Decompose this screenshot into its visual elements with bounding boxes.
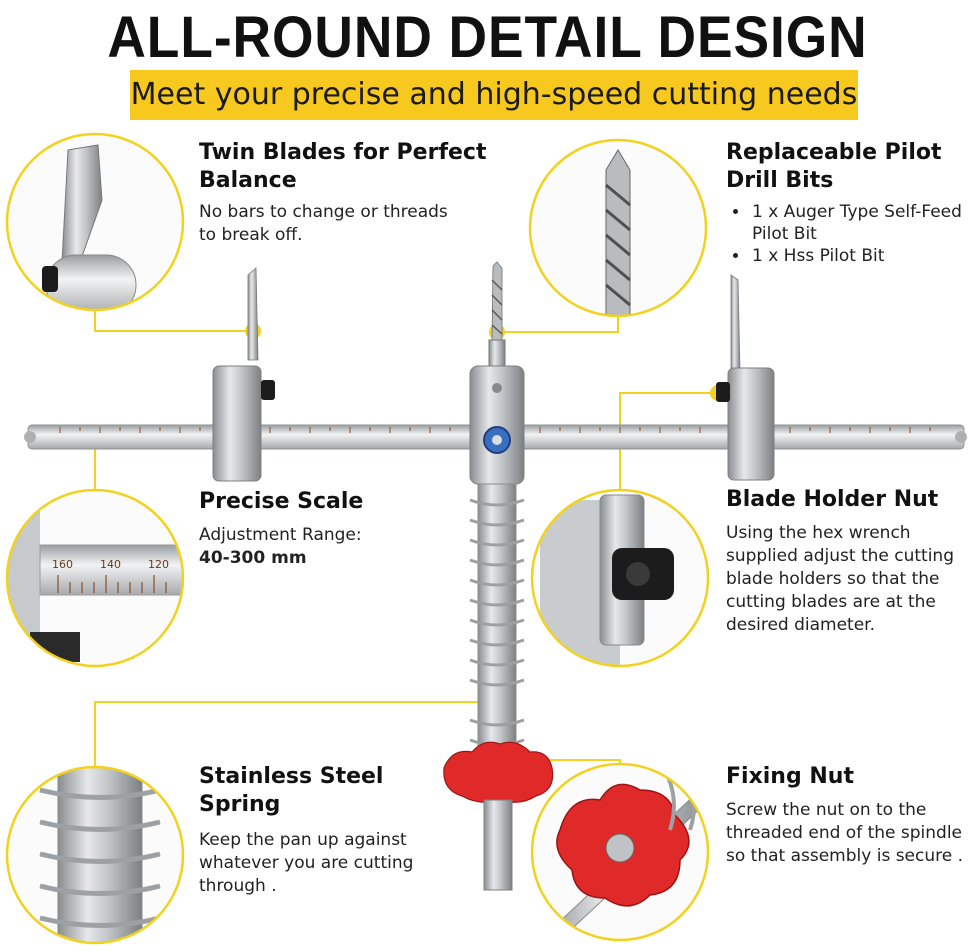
feature-desc: Using the hex wrench <box>726 523 911 543</box>
right-blade-holder <box>716 274 775 481</box>
left-blade-holder <box>212 267 275 482</box>
feature-desc: Screw the nut on to the <box>726 800 927 820</box>
subtitle-text: Meet your precise and high-speed cutting… <box>130 77 858 112</box>
bullet-item: 1 x Hss Pilot Bit <box>750 245 966 267</box>
feature-desc: desired diameter. <box>726 615 876 635</box>
zoom-scale <box>5 488 185 668</box>
feature-title: Balance <box>199 168 297 193</box>
bullet-item: 1 x Auger Type Self-Feed Pilot Bit <box>750 201 966 245</box>
feature-title: Blade Holder Nut <box>726 487 939 512</box>
feature-title: Replaceable Pilot <box>726 140 942 165</box>
zoom-tick-label: 160 <box>52 558 73 571</box>
feature-title: Spring <box>199 792 281 817</box>
feature-desc: supplied adjust the cutting <box>726 546 954 566</box>
feature-holder-nut: Blade Holder Nut Using the hex wrench su… <box>726 486 971 637</box>
feature-desc: cutting blades are at the <box>726 592 936 612</box>
range-value: 40-300 mm <box>199 548 307 568</box>
feature-desc: threaded end of the spindle <box>726 823 963 843</box>
zoom-fixing-nut <box>530 762 710 942</box>
feature-fixing-nut: Fixing Nut Screw the nut on to the threa… <box>726 763 971 868</box>
zoom-spring <box>5 765 185 945</box>
zoom-tick-label: 140 <box>100 558 121 571</box>
feature-title: Fixing Nut <box>726 764 854 789</box>
feature-title: Stainless Steel <box>199 764 384 789</box>
feature-title: Precise Scale <box>199 489 364 514</box>
feature-desc: through . <box>199 876 277 896</box>
feature-spring: Stainless Steel Spring Keep the pan up a… <box>199 763 459 898</box>
feature-desc: Keep the pan up against <box>199 830 407 850</box>
zoom-pilot-bits <box>528 138 708 318</box>
subtitle-banner: Meet your precise and high-speed cutting… <box>130 70 858 120</box>
zoom-twin-blades <box>5 132 185 312</box>
zoom-tick-label: 120 <box>148 558 169 571</box>
zoom-holder-nut <box>530 488 710 668</box>
feature-desc: Adjustment Range: <box>199 525 362 545</box>
feature-title: Drill Bits <box>726 168 834 193</box>
page-title: ALL-ROUND DETAIL DESIGN <box>107 5 868 70</box>
spindle <box>443 261 554 891</box>
feature-scale: Precise Scale Adjustment Range: 40-300 m… <box>199 488 459 570</box>
feature-twin-blades: Twin Blades for Perfect Balance No bars … <box>199 139 519 247</box>
feature-desc: so that assembly is secure . <box>726 846 964 866</box>
feature-pilot-bits: Replaceable Pilot Drill Bits 1 x Auger T… <box>726 139 966 267</box>
feature-desc: to break off. <box>199 225 303 245</box>
feature-desc: blade holders so that the <box>726 569 940 589</box>
feature-desc: No bars to change or threads <box>199 202 448 222</box>
bullet-list: 1 x Auger Type Self-Feed Pilot Bit 1 x H… <box>726 201 966 267</box>
feature-desc: whatever you are cutting <box>199 853 414 873</box>
feature-title: Twin Blades for Perfect <box>199 140 487 165</box>
